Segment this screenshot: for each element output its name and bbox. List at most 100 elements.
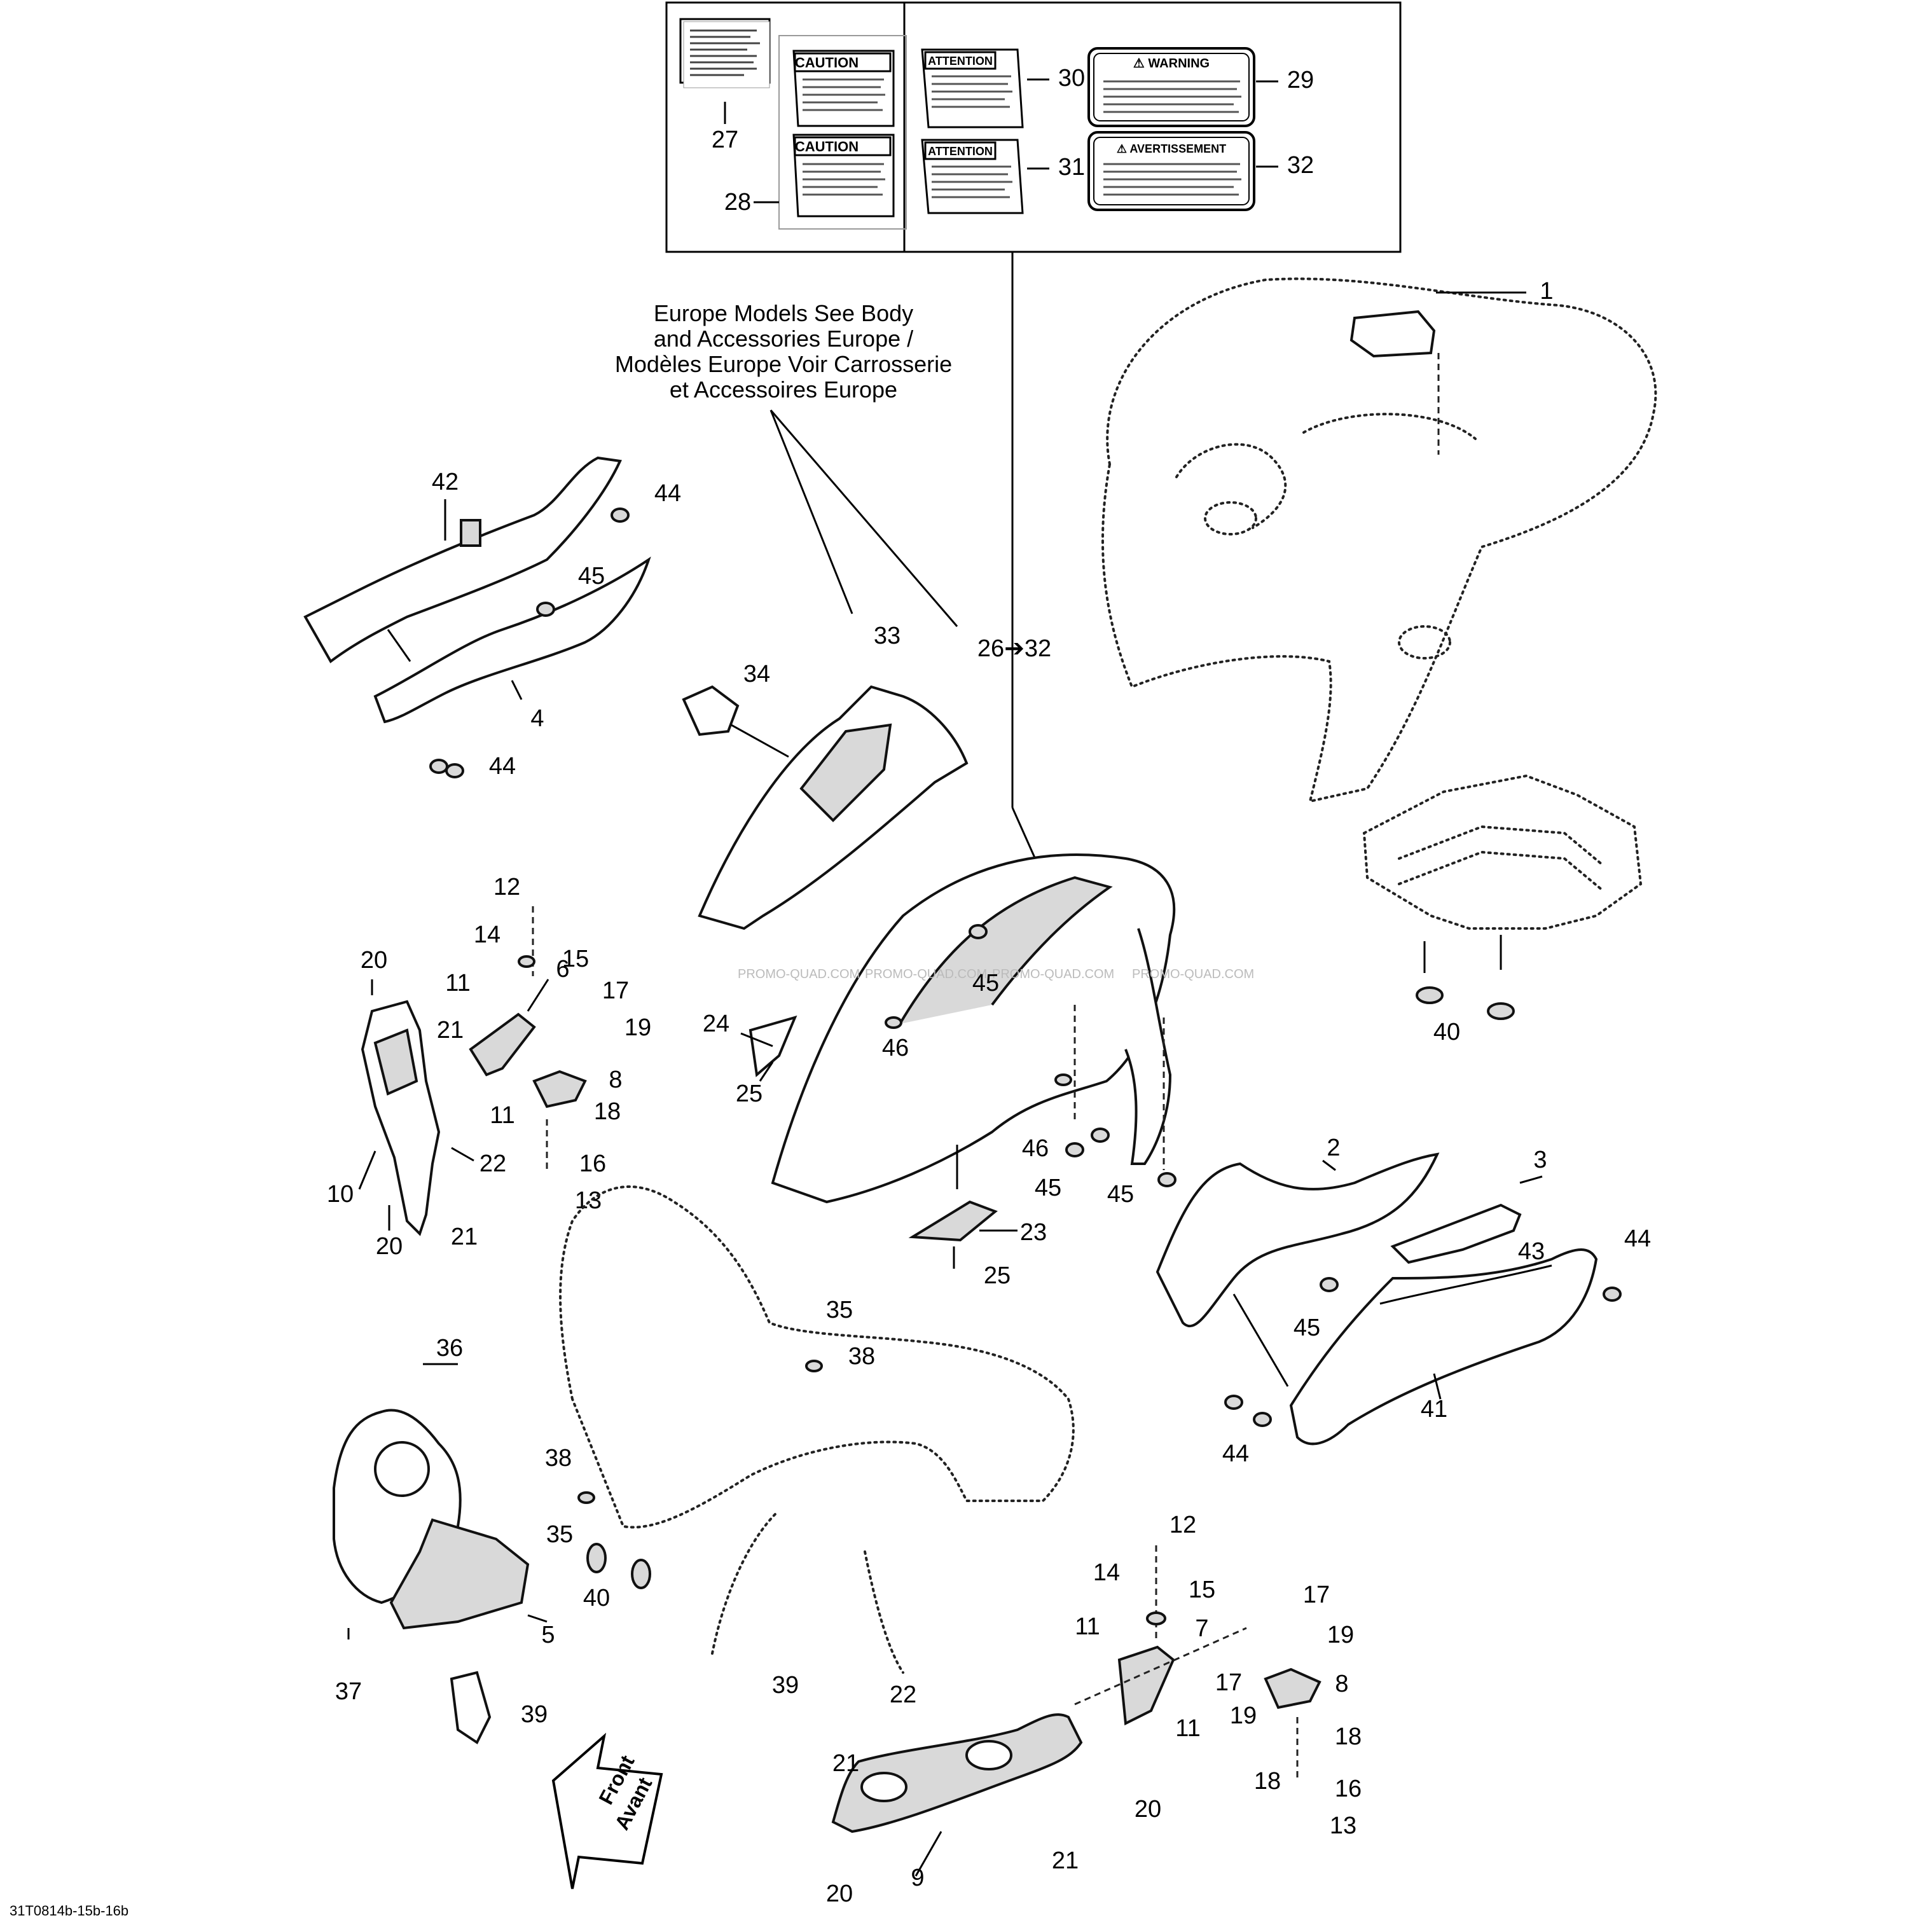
grommet-44-d2 <box>1253 1412 1272 1427</box>
watermark-1: PROMO-QUAD.COM <box>738 967 860 981</box>
rear-rack <box>1362 774 1643 930</box>
callout-6: 6 <box>556 956 569 983</box>
callout-24: 24 <box>703 1011 729 1037</box>
front-frame <box>559 1185 1075 1674</box>
headlight-housing-9 <box>831 1713 1083 1833</box>
svg-text:CAUTION: CAUTION <box>795 55 859 71</box>
grommet-44-b2 <box>445 763 464 778</box>
headlight-housing-10 <box>361 1000 441 1236</box>
callout-10: 10 <box>327 1181 354 1208</box>
callout-21-b: 21 <box>451 1224 478 1250</box>
decal-27-text <box>683 21 770 88</box>
grommet-40-c <box>586 1543 607 1573</box>
callout-25-a: 25 <box>736 1080 762 1107</box>
callout-16-b: 16 <box>1335 1776 1362 1802</box>
callout-8-a: 8 <box>609 1066 622 1093</box>
rear-fender <box>1101 277 1657 803</box>
callout-3: 3 <box>1533 1147 1547 1173</box>
front-fender <box>771 853 1176 1204</box>
callout-39-a: 39 <box>521 1701 548 1728</box>
grommet-44-a <box>611 507 630 523</box>
bracket-8-a <box>532 1070 587 1108</box>
callout-11-c: 11 <box>1075 1613 1100 1640</box>
bracket-6 <box>469 1012 536 1077</box>
callout-11-d: 11 <box>1175 1715 1200 1742</box>
watermark-2: PROMO-QUAD.COM <box>865 967 987 981</box>
callout-32: 32 <box>1287 152 1314 179</box>
svg-text:and Accessories Europe /: and Accessories Europe / <box>654 326 913 352</box>
side-panel-41 <box>1289 1248 1598 1446</box>
callout-8-b: 8 <box>1335 1671 1348 1697</box>
decal-28-group <box>778 35 907 230</box>
callout-46-a: 46 <box>882 1035 909 1061</box>
callout-25-b: 25 <box>984 1262 1011 1289</box>
callout-11-a: 11 <box>445 970 470 997</box>
decal-box-frame <box>665 1 1402 253</box>
callout-43: 43 <box>1518 1238 1545 1265</box>
decal-kit-box <box>679 1 1402 253</box>
front-arrow: Front Avant <box>551 1732 663 1889</box>
callout-35-b: 35 <box>546 1521 573 1548</box>
callout-21-a: 21 <box>437 1017 464 1044</box>
callout-30: 30 <box>1058 65 1085 92</box>
callout-45-d: 45 <box>1107 1181 1134 1208</box>
callout-18-b: 18 <box>1335 1723 1362 1750</box>
callout-16-a: 16 <box>579 1150 606 1177</box>
washer-38-a <box>805 1360 823 1372</box>
callout-28: 28 <box>724 189 751 216</box>
callout-18-c: 18 <box>1254 1768 1281 1795</box>
callout-39-b: 39 <box>772 1672 799 1699</box>
washer-14-a <box>518 955 535 968</box>
svg-text:ATTENTION: ATTENTION <box>928 145 993 158</box>
front-center-cover-33 <box>698 685 969 930</box>
callout-27: 27 <box>712 127 738 153</box>
grommet-45-c <box>1065 1142 1084 1157</box>
rivet-46-b <box>1054 1073 1072 1086</box>
callout-5: 5 <box>541 1622 555 1648</box>
callout-46-b: 46 <box>1022 1135 1049 1162</box>
callout-2: 2 <box>1327 1135 1340 1161</box>
grommet-40-b <box>1487 1002 1515 1020</box>
callout-14-a: 14 <box>474 921 500 948</box>
range-label: 26➔32 <box>977 635 1051 662</box>
svg-text:⚠ AVERTISSEMENT: ⚠ AVERTISSEMENT <box>1117 142 1226 155</box>
decal-avertissement: ⚠ AVERTISSEMENT <box>1087 131 1255 211</box>
callout-20-a: 20 <box>361 947 387 974</box>
svg-text:et Accessoires Europe: et Accessoires Europe <box>670 376 897 403</box>
bracket-8-b <box>1264 1667 1321 1709</box>
callout-22-b: 22 <box>890 1681 916 1708</box>
washer-38-b <box>577 1491 595 1504</box>
callout-13-a: 13 <box>575 1187 602 1214</box>
grommet-44-d1 <box>1224 1395 1243 1410</box>
callout-34: 34 <box>743 661 770 687</box>
side-panel-4 <box>373 556 651 724</box>
callout-29: 29 <box>1287 67 1314 93</box>
grommet-45-a <box>536 602 555 617</box>
callout-13-b: 13 <box>1330 1812 1356 1839</box>
callout-18-a: 18 <box>594 1098 621 1125</box>
callout-19-b: 19 <box>1327 1622 1354 1648</box>
callout-22-a: 22 <box>480 1150 506 1177</box>
bracket-39 <box>450 1671 492 1744</box>
callout-1: 1 <box>1540 278 1553 305</box>
callout-12-b: 12 <box>1170 1512 1196 1538</box>
callout-45-b: 45 <box>972 970 999 997</box>
callout-7: 7 <box>1195 1615 1208 1642</box>
callout-23: 23 <box>1020 1219 1047 1246</box>
callout-38-b: 38 <box>545 1445 572 1472</box>
callout-21-c: 21 <box>832 1750 859 1777</box>
rivet-46-a <box>885 1016 902 1029</box>
callout-19-a: 19 <box>624 1014 651 1041</box>
callout-40-rear: 40 <box>1433 1019 1460 1045</box>
grommet-45-f <box>1320 1277 1339 1292</box>
callout-20-d: 20 <box>1135 1796 1161 1823</box>
grommet-45-e <box>1157 1172 1176 1187</box>
decal-caution-2: CAUTION <box>792 134 895 217</box>
callout-33: 33 <box>874 623 900 649</box>
callout-42: 42 <box>432 469 459 495</box>
grommet-44-c <box>1603 1287 1622 1302</box>
svg-text:Europe Models See Body: Europe Models See Body <box>654 300 913 326</box>
callout-20-b: 20 <box>376 1233 403 1260</box>
callout-44-c: 44 <box>1624 1225 1651 1252</box>
